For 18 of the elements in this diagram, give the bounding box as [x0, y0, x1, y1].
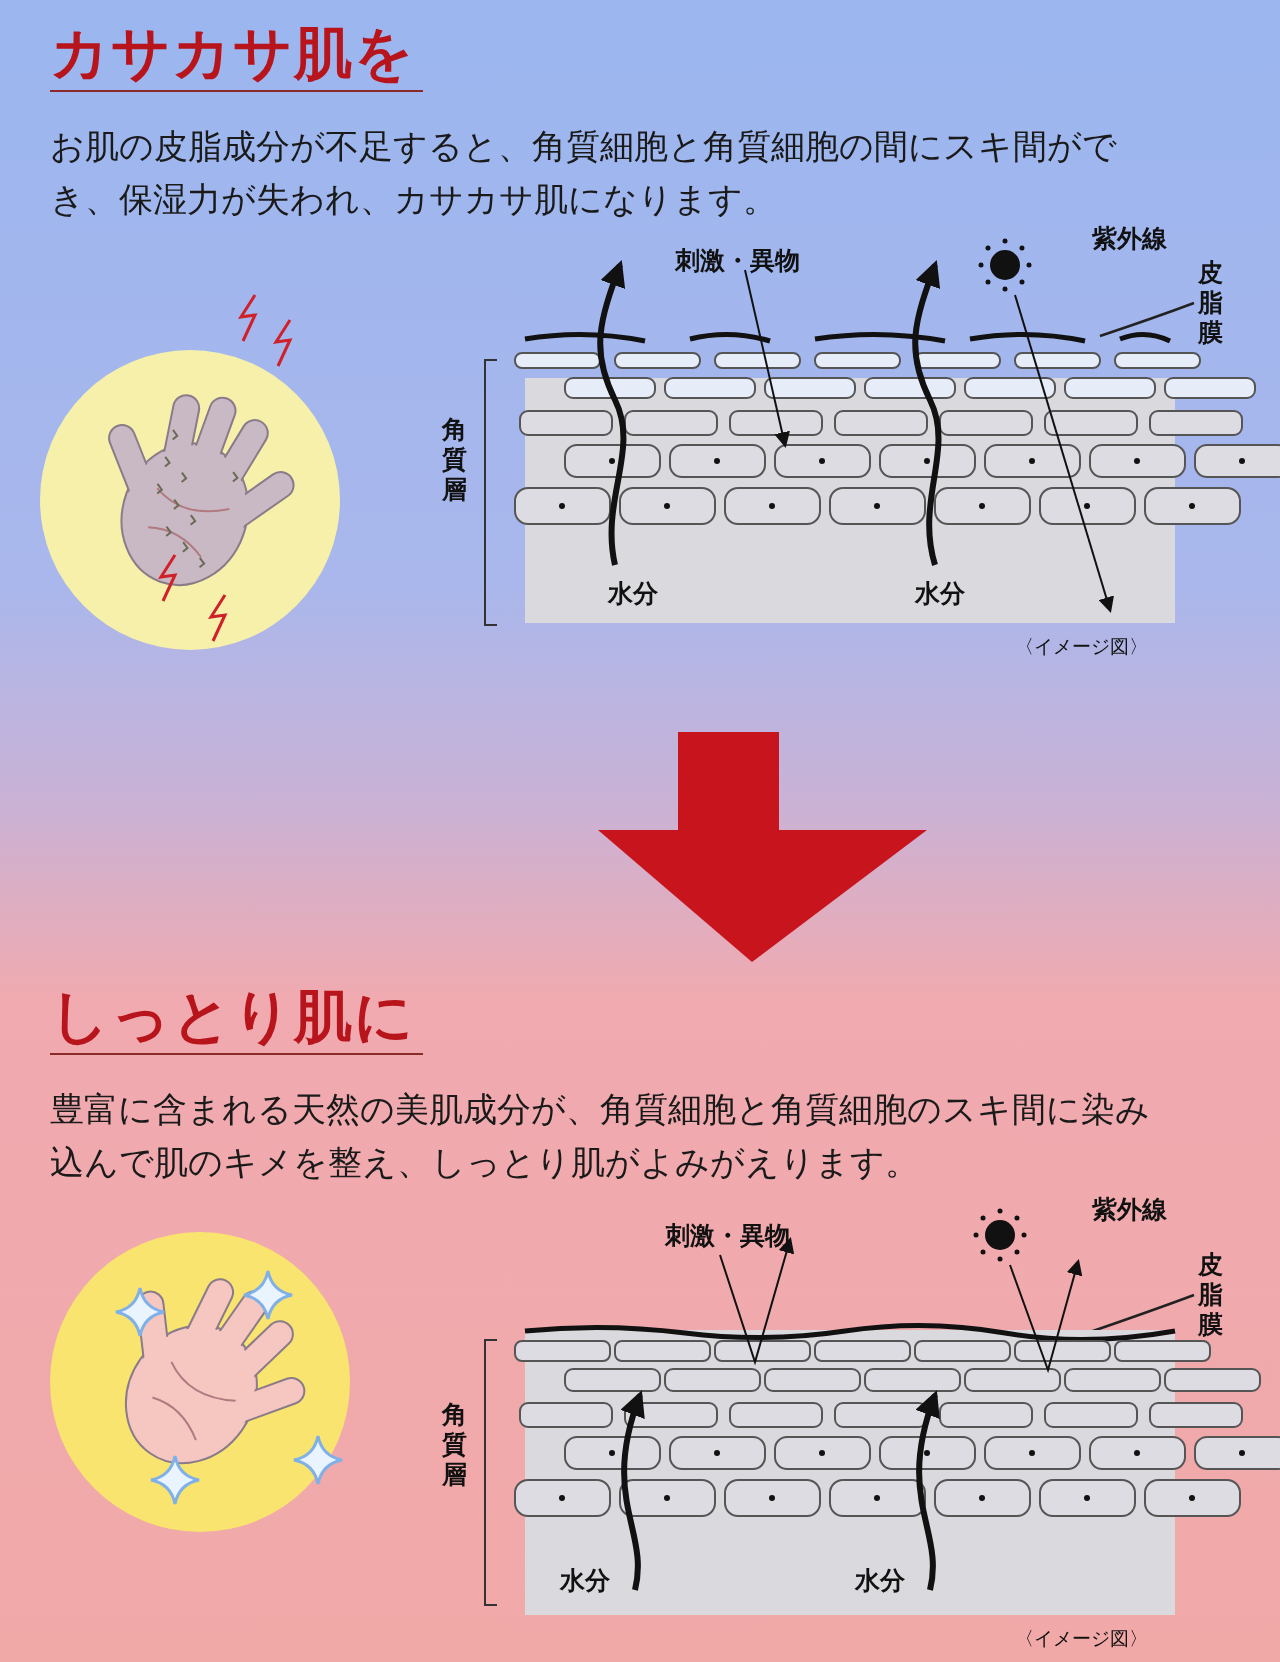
callout-label: 水分	[560, 1567, 610, 1595]
callout-label: 刺激・異物	[675, 247, 800, 275]
callout-label: 水分	[608, 580, 658, 608]
callout-label: 皮脂膜	[1196, 1250, 1224, 1340]
callout-label: 水分	[855, 1567, 905, 1595]
callout-label: 紫外線	[1092, 1196, 1167, 1224]
callout-label: 紫外線	[1092, 225, 1167, 253]
callout-label: 皮脂膜	[1196, 258, 1224, 348]
callout-label: 水分	[915, 580, 965, 608]
description-text: お肌の皮脂成分が不足すると、角質細胞と角質細胞の間にスキ間ができ、保湿力が失われ、カサカサ肌になります。	[50, 125, 1118, 221]
layer-label: 角質層	[440, 415, 468, 505]
section-heading: しっとり肌に	[50, 985, 423, 1055]
layer-label: 角質層	[440, 1400, 468, 1490]
section-heading: カサカサ肌を	[50, 22, 423, 92]
description-text: 豊富に含まれる天然の美肌成分が、角質細胞と角質細胞のスキ間に染み込んで肌のキメを整え、しっとり肌がよみがえります。	[50, 1088, 1150, 1184]
image-note: 〈イメージ図〉	[1015, 636, 1148, 657]
image-note: 〈イメージ図〉	[1015, 1628, 1148, 1649]
leader-line	[1099, 301, 1195, 338]
